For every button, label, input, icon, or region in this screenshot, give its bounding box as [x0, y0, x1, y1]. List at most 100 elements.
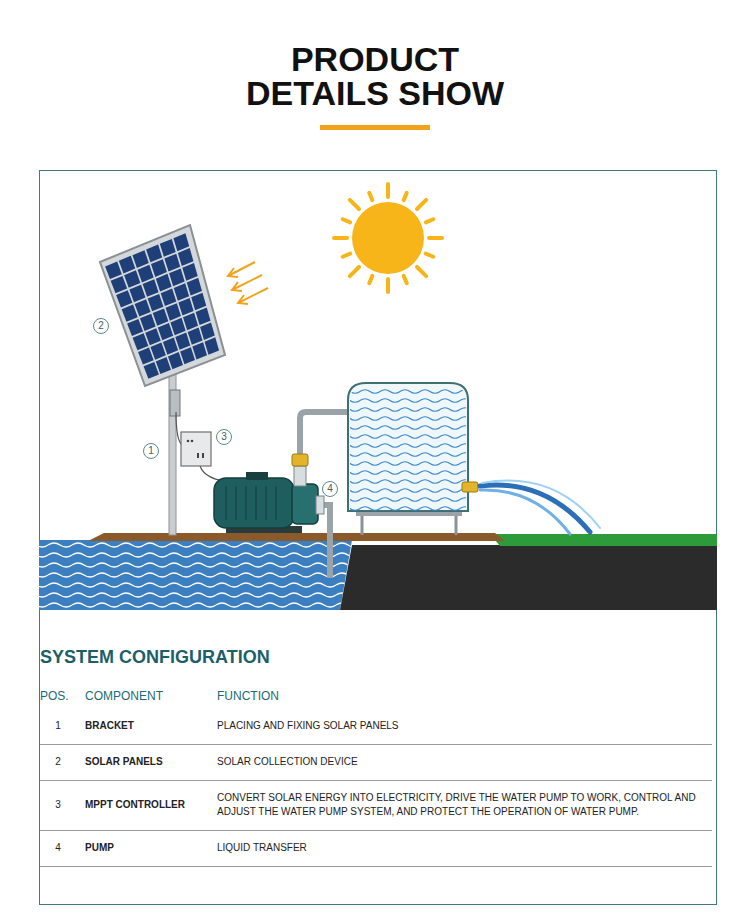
table-function: PLACING AND FIXING SOLAR PANELS	[217, 719, 712, 733]
solar-cell	[148, 294, 164, 311]
sun-ray	[350, 200, 359, 209]
motor-fin	[275, 486, 277, 520]
solar-cell	[156, 274, 172, 292]
tank-body	[348, 383, 468, 511]
solar-cell	[145, 328, 161, 345]
table-header: FUNCTION	[217, 689, 279, 703]
solar-panel	[100, 225, 225, 386]
table-pos: 1	[40, 719, 76, 733]
water-stream	[480, 490, 570, 534]
outlet-nozzle	[462, 482, 478, 492]
solar-cell	[192, 342, 207, 359]
solar-cell	[200, 322, 215, 339]
solar-cell	[160, 239, 176, 257]
suction-pipe	[322, 505, 330, 578]
solar-cell	[153, 308, 169, 325]
solar-cell	[175, 333, 190, 350]
sun-disc	[352, 202, 424, 274]
motor-fin	[225, 486, 227, 520]
solar-cell	[122, 305, 138, 322]
table-pos: 4	[40, 841, 76, 855]
solar-cell	[124, 270, 140, 288]
motor-fins	[226, 486, 276, 520]
valve	[292, 454, 308, 466]
sun-ray	[350, 267, 359, 276]
callout-circle	[217, 430, 232, 445]
pump	[214, 454, 324, 533]
solar-cell	[196, 308, 211, 326]
accent-bar	[320, 125, 430, 130]
callout-number: 1	[143, 444, 159, 458]
table-rule	[40, 744, 712, 745]
inlet	[316, 496, 324, 514]
solar-cell	[183, 313, 198, 330]
sun-rays-arrows	[228, 262, 268, 304]
sun-ray	[429, 236, 442, 240]
sun-ray	[334, 236, 347, 240]
table-component: PUMP	[85, 841, 211, 855]
sun-ray	[417, 267, 426, 276]
sun-ray	[369, 276, 372, 283]
solar-cell	[168, 352, 183, 369]
solar-cell	[166, 303, 181, 320]
soil	[340, 545, 717, 610]
solar-cell	[169, 268, 185, 286]
solar-cell	[150, 343, 165, 360]
tank-legs	[362, 516, 456, 535]
sun-ray	[404, 193, 407, 200]
motor-fin	[245, 486, 247, 520]
table-rule	[40, 866, 712, 867]
grass	[490, 534, 717, 546]
water-jet	[480, 481, 600, 534]
solar-cell	[178, 298, 193, 316]
pump-head	[292, 484, 318, 524]
outlet	[294, 466, 306, 486]
solar-cell	[174, 283, 189, 301]
table-function: LIQUID TRANSFER	[217, 841, 712, 855]
sun-ray	[343, 219, 350, 222]
sun	[334, 184, 442, 292]
solar-cell	[116, 290, 132, 307]
solar-cell	[188, 327, 203, 344]
sun-ray	[426, 219, 433, 222]
sun-ray	[404, 276, 407, 283]
motor-fin	[235, 486, 237, 520]
sun-ray	[386, 184, 390, 197]
ray-arrow	[238, 288, 268, 304]
callout-circle	[94, 319, 109, 334]
solar-cell	[138, 348, 154, 365]
ray-arrow	[232, 275, 262, 291]
terminal	[202, 453, 204, 458]
tank-water	[350, 386, 466, 511]
solar-cell	[187, 278, 202, 296]
table-function: CONVERT SOLAR ENERGY INTO ELECTRICITY, D…	[217, 791, 712, 819]
solar-cell	[143, 279, 159, 297]
water-tank	[348, 383, 478, 535]
solar-cell	[129, 285, 145, 302]
solar-cell	[151, 259, 167, 277]
junction-box	[170, 390, 180, 416]
solar-cell	[173, 233, 189, 251]
sun-ray	[426, 254, 433, 257]
callout-circles	[94, 319, 338, 497]
solar-cell	[111, 276, 128, 293]
callout-number: 4	[322, 482, 338, 496]
indicator	[191, 440, 194, 443]
sun-ray	[386, 279, 390, 292]
solar-cell	[127, 319, 143, 336]
solar-cell	[146, 245, 162, 263]
ray-arrow	[228, 262, 255, 277]
table-header: COMPONENT	[85, 689, 163, 703]
page-title: PRODUCT DETAILS SHOW	[220, 42, 530, 110]
solar-cell	[105, 262, 122, 280]
panel-frame	[100, 225, 225, 386]
water-waves	[39, 540, 352, 610]
table-rule	[40, 780, 712, 781]
indicator	[187, 440, 190, 443]
table-pos: 3	[40, 798, 76, 812]
solar-cell	[191, 293, 206, 311]
callout-circle	[144, 444, 159, 459]
solar-cell	[144, 362, 159, 379]
table-function: SOLAR COLLECTION DEVICE	[217, 755, 712, 769]
